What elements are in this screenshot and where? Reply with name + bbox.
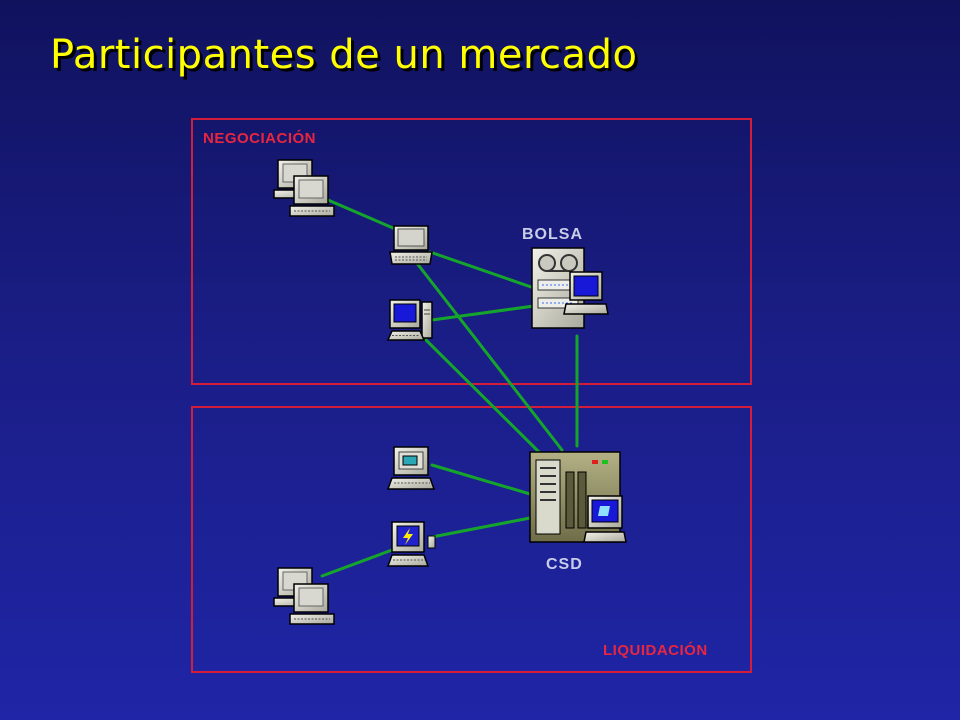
workstations-pair-icon (273, 159, 335, 217)
link-workstations-laptop (326, 198, 395, 230)
mainframe-icon (529, 451, 627, 543)
terminal-icon (386, 446, 436, 490)
link-terminal-csd (430, 463, 532, 496)
link-laptop-exchange (428, 250, 536, 290)
server-with-monitor-icon (531, 247, 609, 329)
link-desktop-exchange (430, 304, 536, 322)
laptop-icon (389, 225, 433, 265)
link-power-workstation-csd (430, 516, 532, 539)
csd-label: CSD (546, 556, 583, 573)
trading-zone-label: NEGOCIACIÓN (203, 130, 317, 147)
exchange-label: BOLSA (522, 226, 583, 243)
link-desktop-csd (424, 338, 545, 458)
page-title: Participantes de un mercado (50, 32, 638, 78)
settlement-zone-label: LIQUIDACIÓN (603, 642, 708, 659)
link-workstations-power-workstation (320, 548, 394, 578)
settlement-zone (191, 406, 752, 673)
workstations-pair-icon (273, 567, 335, 625)
desktop-computer-icon (386, 299, 433, 341)
link-laptop-csd (414, 260, 564, 452)
power-workstation-icon (386, 521, 436, 567)
